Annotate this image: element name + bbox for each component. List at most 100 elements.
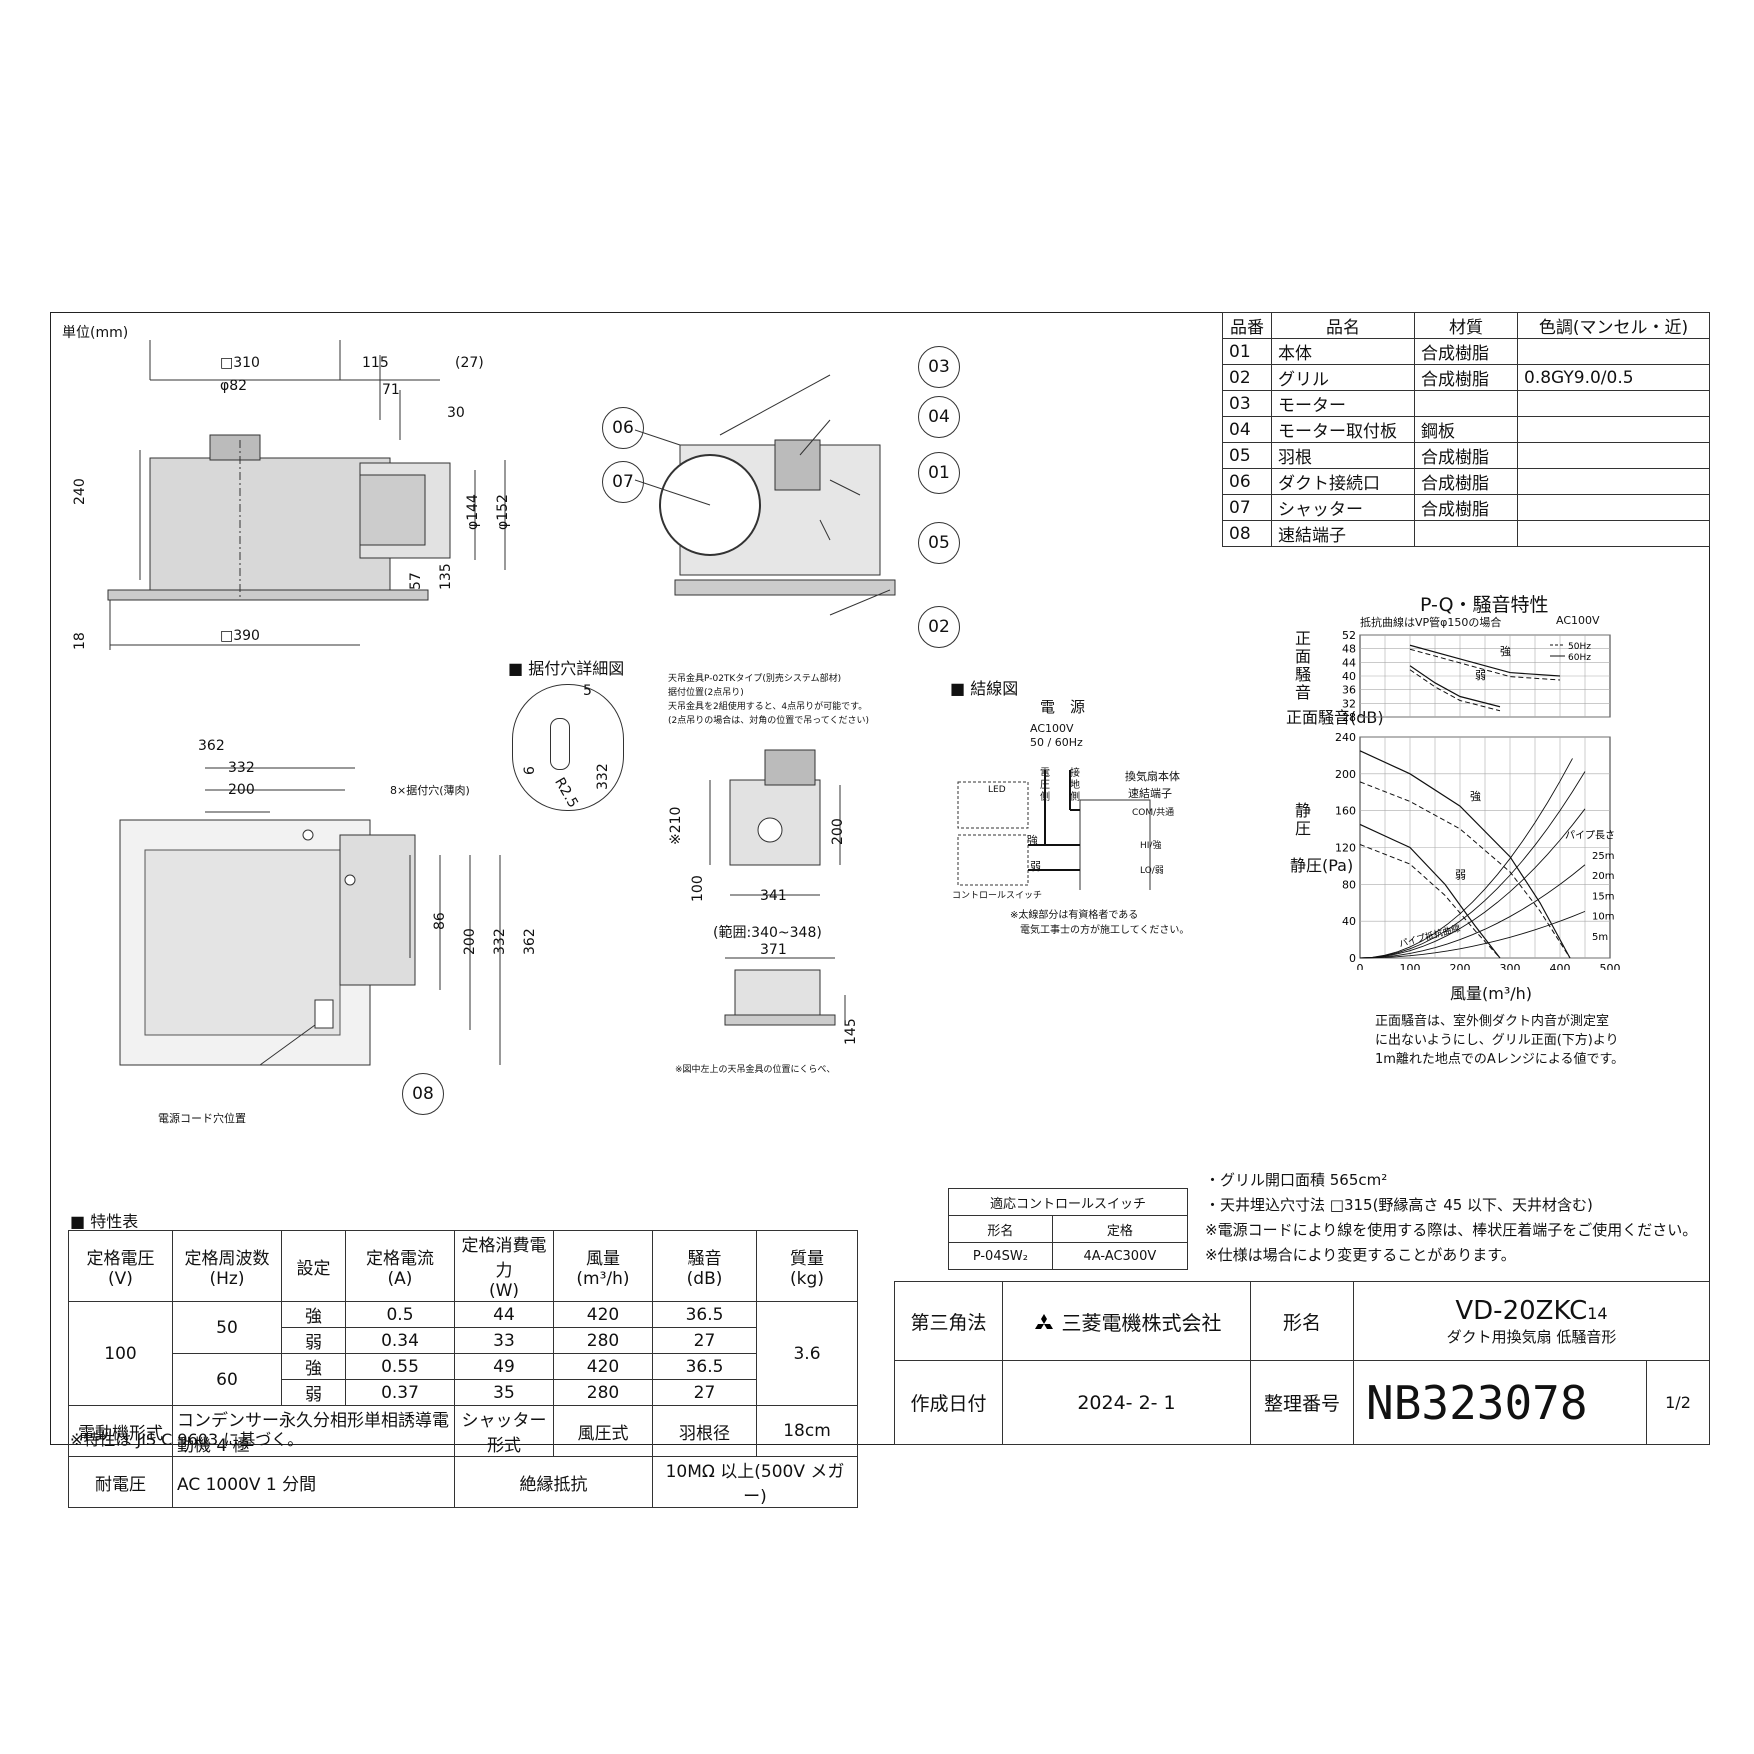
pq-y-tick-label: 240 — [1335, 731, 1356, 744]
noise-tick-label: 36 — [1342, 684, 1356, 697]
hanger-footnote: ※図中左上の天吊金具の位置にくらべ、 — [675, 1065, 836, 1075]
noise-tick-label: 52 — [1342, 629, 1356, 642]
model-number: VD-20ZKC — [1455, 1295, 1588, 1326]
install-hole-label: 8×据付穴(薄肉) — [390, 784, 470, 797]
callout-02: 02 — [918, 606, 960, 648]
pipe-curve-1 — [1359, 771, 1586, 959]
noise-tick-label: 28 — [1342, 711, 1356, 724]
dim-71: 71 — [382, 382, 400, 398]
legend-50hz: 50Hz — [1568, 642, 1591, 652]
pipe-curve-title: パイプ抵抗曲線 — [1398, 922, 1462, 950]
led-label: LED — [988, 785, 1006, 795]
callout-04: 04 — [918, 396, 960, 438]
slot-shape — [550, 718, 570, 770]
dim-30: 30 — [447, 405, 465, 421]
pipe-length-label: 5m — [1592, 932, 1608, 943]
pq-series-dashed-0 — [1359, 781, 1571, 959]
general-notes: ・グリル開口面積 565cm² ・天井埋込穴寸法 □315(野縁高さ 45 以下… — [1205, 1171, 1698, 1264]
dim-135: 135 — [438, 563, 454, 590]
pa-ylabel-a: 静圧 — [1294, 801, 1311, 838]
table-row: 耐電圧 AC 1000V 1 分間 絶縁抵抗 10MΩ 以上(500V メガー) — [68, 1456, 858, 1508]
company: 三菱電機株式会社 — [1002, 1280, 1251, 1362]
power-cord-label: 電源コード穴位置 — [158, 1112, 246, 1125]
bottom-view-drawing — [119, 767, 501, 1066]
wiring-weak: 弱 — [1030, 860, 1041, 873]
hole-detail-title: 据付穴詳細図 — [508, 655, 624, 679]
callout-05: 05 — [918, 522, 960, 564]
pq-series-dashed-1 — [1359, 844, 1501, 959]
parts-header-no: 品番 — [1222, 312, 1272, 339]
spec-table: 定格電圧 (V) 定格周波数 (Hz) 設定 定格電流 (A) 定格消費電力 (… — [68, 1230, 858, 1508]
noise-ylabel-a: 正面騒音 — [1294, 629, 1311, 702]
noise-tick-label: 44 — [1342, 656, 1356, 669]
dim-390: □390 — [220, 628, 260, 644]
callout-07: 07 — [602, 461, 644, 503]
hanger-notes: 天吊金具P-02TKタイプ(別売システム部材) 据付位置(2点吊り) 天吊金具を… — [668, 674, 870, 726]
noise-series-1 — [1409, 665, 1501, 708]
pq-x-tick-label: 0 — [1357, 962, 1364, 970]
pq-xlabel: 風量(m³/h) — [1450, 984, 1533, 1003]
dim-152: φ152 — [495, 494, 511, 530]
noise-tick-label: 48 — [1342, 643, 1356, 656]
unit-label: 単位(mm) — [62, 325, 129, 341]
model-description: ダクト用換気扇 低騒音形 — [1446, 1327, 1617, 1346]
parts-header-name: 品名 — [1271, 312, 1415, 339]
wiring-strong: 強 — [1027, 834, 1038, 847]
spec-footnote: ※特性は JIS C 9603 に基づく。 — [70, 1430, 304, 1449]
control-switch-label: コントロールスイッチ — [952, 891, 1043, 901]
parts-header-color: 色調(マンセル・近) — [1517, 312, 1710, 339]
callout-03: 03 — [918, 346, 960, 388]
pipe-curve-3 — [1359, 864, 1586, 959]
hole-detail-outline — [512, 684, 624, 811]
ref-label: 整理番号 — [1250, 1360, 1354, 1445]
pa-ylabel: 静圧(Pa) — [1290, 856, 1354, 875]
chart-subtitle: 抵抗曲線はVP管φ150の場合 — [1360, 616, 1502, 629]
dim-310: □310 — [220, 355, 260, 371]
projection: 第三角法 — [894, 1280, 1003, 1362]
callout-08: 08 — [402, 1073, 444, 1115]
wiring-power: 電 源 — [1040, 698, 1086, 716]
control-title: 適応コントロールスイッチ — [948, 1188, 1188, 1216]
isometric-view-drawing — [634, 374, 896, 616]
bottom-dim-332: 332 — [228, 760, 255, 776]
wiring-ac: AC100V — [1030, 722, 1074, 735]
dim-57: 57 — [408, 572, 424, 590]
wiring-title: 結線図 — [950, 675, 1018, 699]
page-number: 1/2 — [1646, 1360, 1710, 1445]
pipe-length-label: 20m — [1592, 871, 1614, 882]
hanger-dim-200: 200 — [830, 818, 846, 845]
wiring-ground-side: 接地側 — [1070, 768, 1080, 803]
dim-144: φ144 — [465, 494, 481, 530]
bottom-dim-200: 200 — [228, 782, 255, 798]
noise-series-label: 弱 — [1475, 669, 1486, 682]
pq-x-tick-label: 400 — [1550, 962, 1571, 970]
pq-x-tick-label: 100 — [1400, 962, 1421, 970]
pq-series-label: 強 — [1470, 790, 1481, 803]
pq-x-tick-label: 200 — [1450, 962, 1471, 970]
hole-dim-5: 5 — [583, 683, 592, 699]
chart-title: P-Q・騒音特性 — [1420, 594, 1549, 616]
pq-series-1 — [1359, 823, 1501, 959]
wiring-diagram — [957, 770, 1151, 890]
pq-y-tick-label: 120 — [1335, 842, 1356, 855]
control-rating: 4A-AC300V — [1051, 1242, 1189, 1270]
pipe-length-label: 25m — [1592, 851, 1614, 862]
dim-240: 240 — [72, 478, 88, 505]
pipe-length-label: 10m — [1592, 912, 1614, 923]
control-model: P-04SW₂ — [948, 1242, 1053, 1270]
callout-06: 06 — [602, 407, 644, 449]
hanger-dim-100: 100 — [690, 875, 706, 902]
date-value: 2024- 2- 1 — [1002, 1360, 1251, 1445]
legend-60hz: 60Hz — [1568, 653, 1591, 663]
side-view-drawing — [107, 340, 506, 650]
title-block: 第三角法 三菱電機株式会社 形名 VD-20ZKC14 ダクト用換気扇 低騒音形… — [894, 1280, 1710, 1445]
table-row: 電動機形式 コンデンサー永久分相形単相誘導電動機 4 極 シャッター形式 風圧式… — [68, 1405, 858, 1457]
